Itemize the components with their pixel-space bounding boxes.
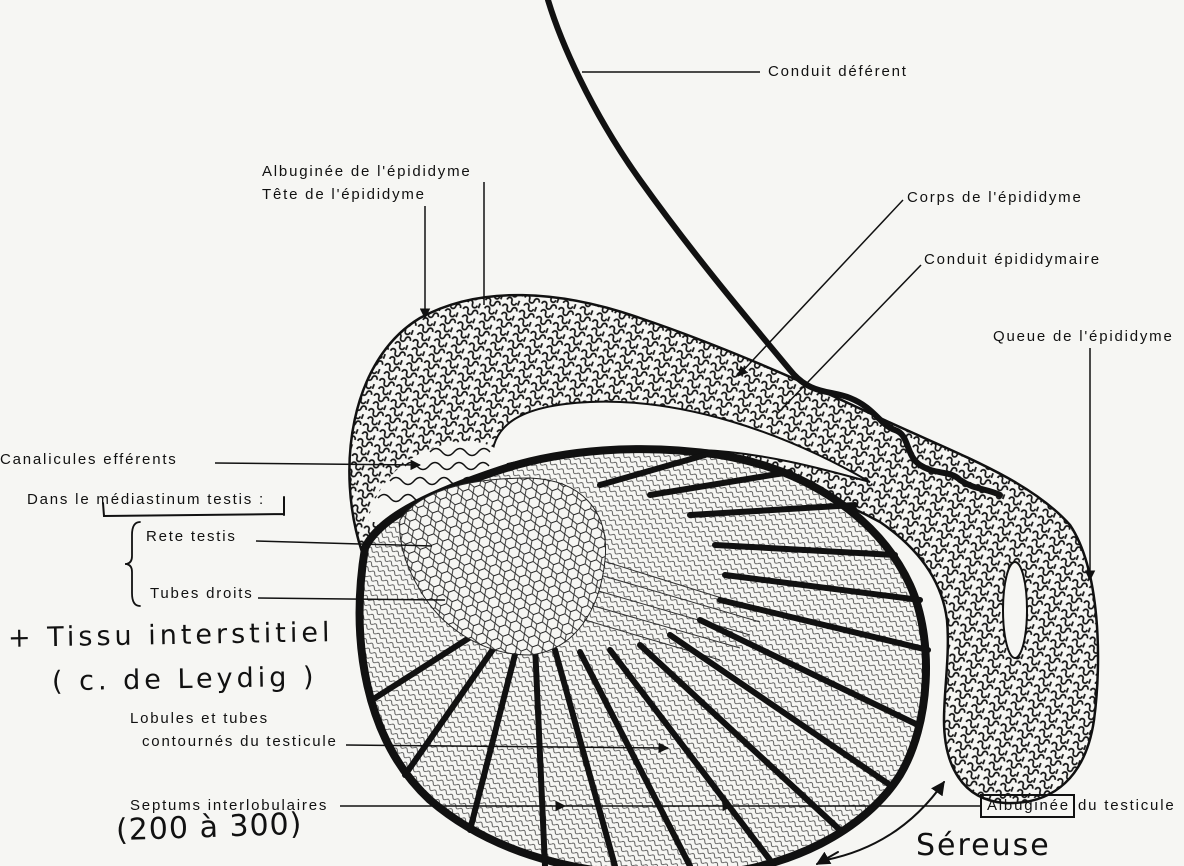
label-queue-epididyme: Queue de l'épididyme [993, 328, 1174, 346]
label-mediastinum-testis: Dans le médiastinum testis : [27, 491, 265, 509]
label-conduit-epididymaire: Conduit épididymaire [924, 251, 1101, 269]
label-albuginee-testicule-rest: du testicule [1078, 797, 1175, 815]
label-conduit-deferent: Conduit déférent [768, 63, 908, 81]
epididymis-tail-lumen [1003, 562, 1027, 658]
label-lobules-tubes-line1: Lobules et tubes [130, 710, 269, 728]
note-septums-count: (200 à 300) [115, 808, 302, 847]
leader-conduit-epididymaire [778, 265, 921, 413]
label-canalicules-efferents: Canalicules efférents [0, 451, 178, 469]
label-albuginee-epididyme: Albuginée de l'épididyme [262, 163, 472, 181]
label-corps-epididyme: Corps de l'épididyme [907, 189, 1083, 207]
leader-corps-epididyme [738, 200, 903, 376]
mediastinum-brace [125, 522, 140, 606]
note-tissu-interstitiel: + Tissu interstitiel [8, 618, 334, 653]
label-lobules-tubes-line2: contournés du testicule [142, 733, 338, 751]
label-tete-epididyme: Tête de l'épididyme [262, 186, 426, 204]
label-rete-testis: Rete testis [146, 528, 237, 546]
note-cellules-leydig: ( c. de Leydig ) [52, 663, 318, 697]
label-albuginee-testicule-boxed: Albuginée [980, 794, 1075, 818]
label-tubes-droits: Tubes droits [150, 585, 254, 603]
note-sereuse: Séreuse [916, 829, 1051, 862]
